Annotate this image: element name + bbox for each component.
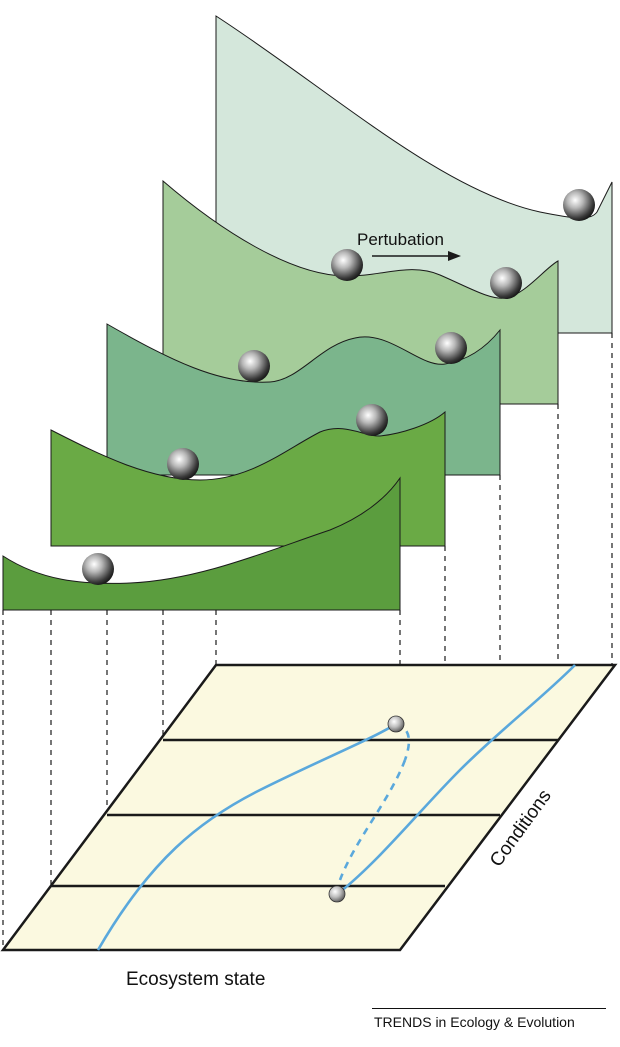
- state-conditions-plane: [0, 663, 618, 952]
- ball-icon: [490, 267, 522, 299]
- ball-icon: [167, 448, 199, 480]
- credit-text: TRENDS in Ecology & Evolution: [374, 1014, 575, 1030]
- ball-icon: [328, 885, 346, 903]
- ball-icon: [387, 715, 405, 733]
- landscape-panel-5: [2, 476, 401, 611]
- ball-icon: [563, 189, 595, 221]
- ball-icon: [82, 553, 114, 585]
- perturbation-label: Pertubation: [357, 230, 444, 249]
- equilibrium-curve: [96, 664, 576, 951]
- arrow-right-icon: [372, 251, 461, 261]
- ball-icon: [331, 249, 363, 281]
- ball-icon: [435, 332, 467, 364]
- ball-icon: [356, 404, 388, 436]
- x-axis-label: Ecosystem state: [126, 969, 265, 990]
- landscape-panel-4: [50, 410, 446, 547]
- credit-rule: [372, 1008, 606, 1009]
- landscape-panel-1: [215, 15, 613, 334]
- ball-icon: [238, 350, 270, 382]
